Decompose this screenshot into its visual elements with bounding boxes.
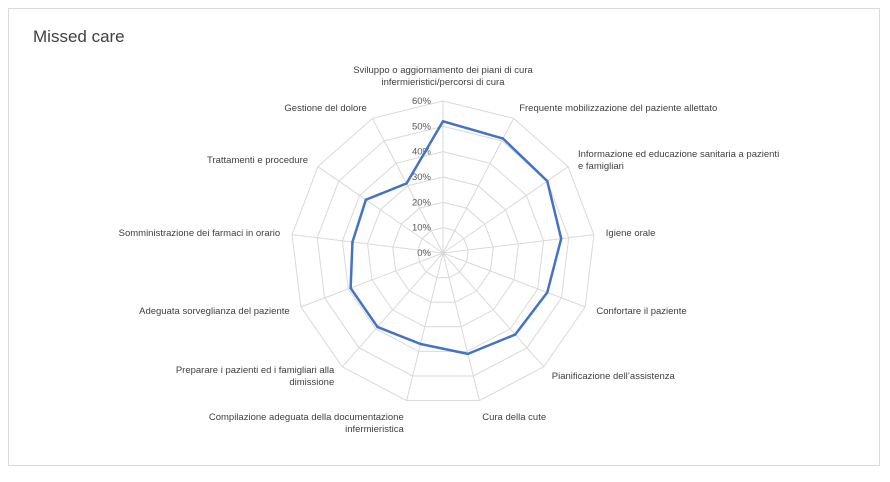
grid-ring: [291, 100, 595, 402]
data-point: [419, 342, 422, 346]
category-label: dimissione: [289, 377, 334, 388]
category-label: Sviluppo o aggiornamento dei piani di cu…: [353, 65, 533, 76]
tick-label: 0%: [417, 248, 431, 259]
data-point: [364, 198, 368, 201]
data-point: [559, 237, 563, 240]
tick-label: 40%: [412, 147, 432, 158]
category-label: Informazione ed educazione sanitaria a p…: [578, 149, 779, 160]
grid-spoke: [300, 252, 444, 308]
data-point: [405, 182, 408, 185]
data-point: [501, 137, 505, 140]
category-label: Gestione del dolore: [284, 103, 366, 114]
category-label: Adeguata sorveglianza del paziente: [139, 306, 290, 317]
grid-ring: [417, 227, 469, 279]
category-label: Frequente mobilizzazione del paziente al…: [519, 103, 717, 114]
data-point: [376, 325, 379, 329]
category-label: infermieristica: [345, 424, 404, 435]
category-label: Compilazione adeguata della documentazio…: [209, 412, 404, 423]
tick-label: 20%: [412, 197, 432, 208]
series-group: [349, 120, 563, 356]
radial-tick-labels: 0% 10% 20% 30% 40% 50% 60%: [412, 96, 432, 259]
grid-spoke: [341, 252, 444, 368]
category-label: e famigliari: [578, 161, 624, 172]
data-point: [351, 240, 354, 244]
series-line: [349, 120, 563, 356]
grid-ring: [367, 176, 519, 328]
data-point: [349, 286, 352, 290]
grid-spoke: [442, 252, 545, 368]
chart-area: [8, 8, 880, 466]
grid-spoke: [442, 234, 594, 254]
category-label: Trattamenti e procedure: [207, 155, 308, 166]
data-point: [546, 291, 549, 294]
category-label: Pianificazione dell’assistenza: [552, 371, 676, 382]
category-label: Confortare il paziente: [596, 306, 686, 317]
category-label: infermieristici/percorsi di cura: [381, 77, 505, 88]
grid-ring: [392, 201, 494, 303]
grid-spoke: [442, 118, 515, 254]
data-point: [514, 333, 517, 336]
tick-label: 60%: [412, 96, 432, 107]
grid-spoke: [317, 166, 444, 254]
tick-label: 10%: [412, 223, 432, 234]
category-label: Cura della cute: [482, 412, 546, 423]
grid-ring: [316, 125, 570, 377]
category-labels: Sviluppo o aggiornamento dei piani di cu…: [119, 65, 780, 435]
data-point: [546, 179, 549, 183]
grid-spoke: [292, 234, 444, 254]
chart-title: Missed care: [33, 27, 125, 46]
category-label: Igiene orale: [606, 228, 656, 239]
grid-ring: [341, 151, 545, 352]
category-label: Somministrazione dei farmaci in orario: [119, 228, 281, 239]
tick-label: 50%: [412, 121, 432, 132]
tick-label: 30%: [412, 172, 432, 183]
grid-spoke: [442, 252, 480, 401]
radar-grid: [291, 100, 595, 402]
grid-spoke: [371, 118, 444, 254]
grid-spoke: [442, 252, 586, 308]
data-point: [441, 120, 445, 123]
data-point: [466, 352, 470, 356]
grid-spoke: [406, 252, 444, 401]
category-label: Preparare i pazienti ed i famigliari all…: [176, 365, 335, 376]
